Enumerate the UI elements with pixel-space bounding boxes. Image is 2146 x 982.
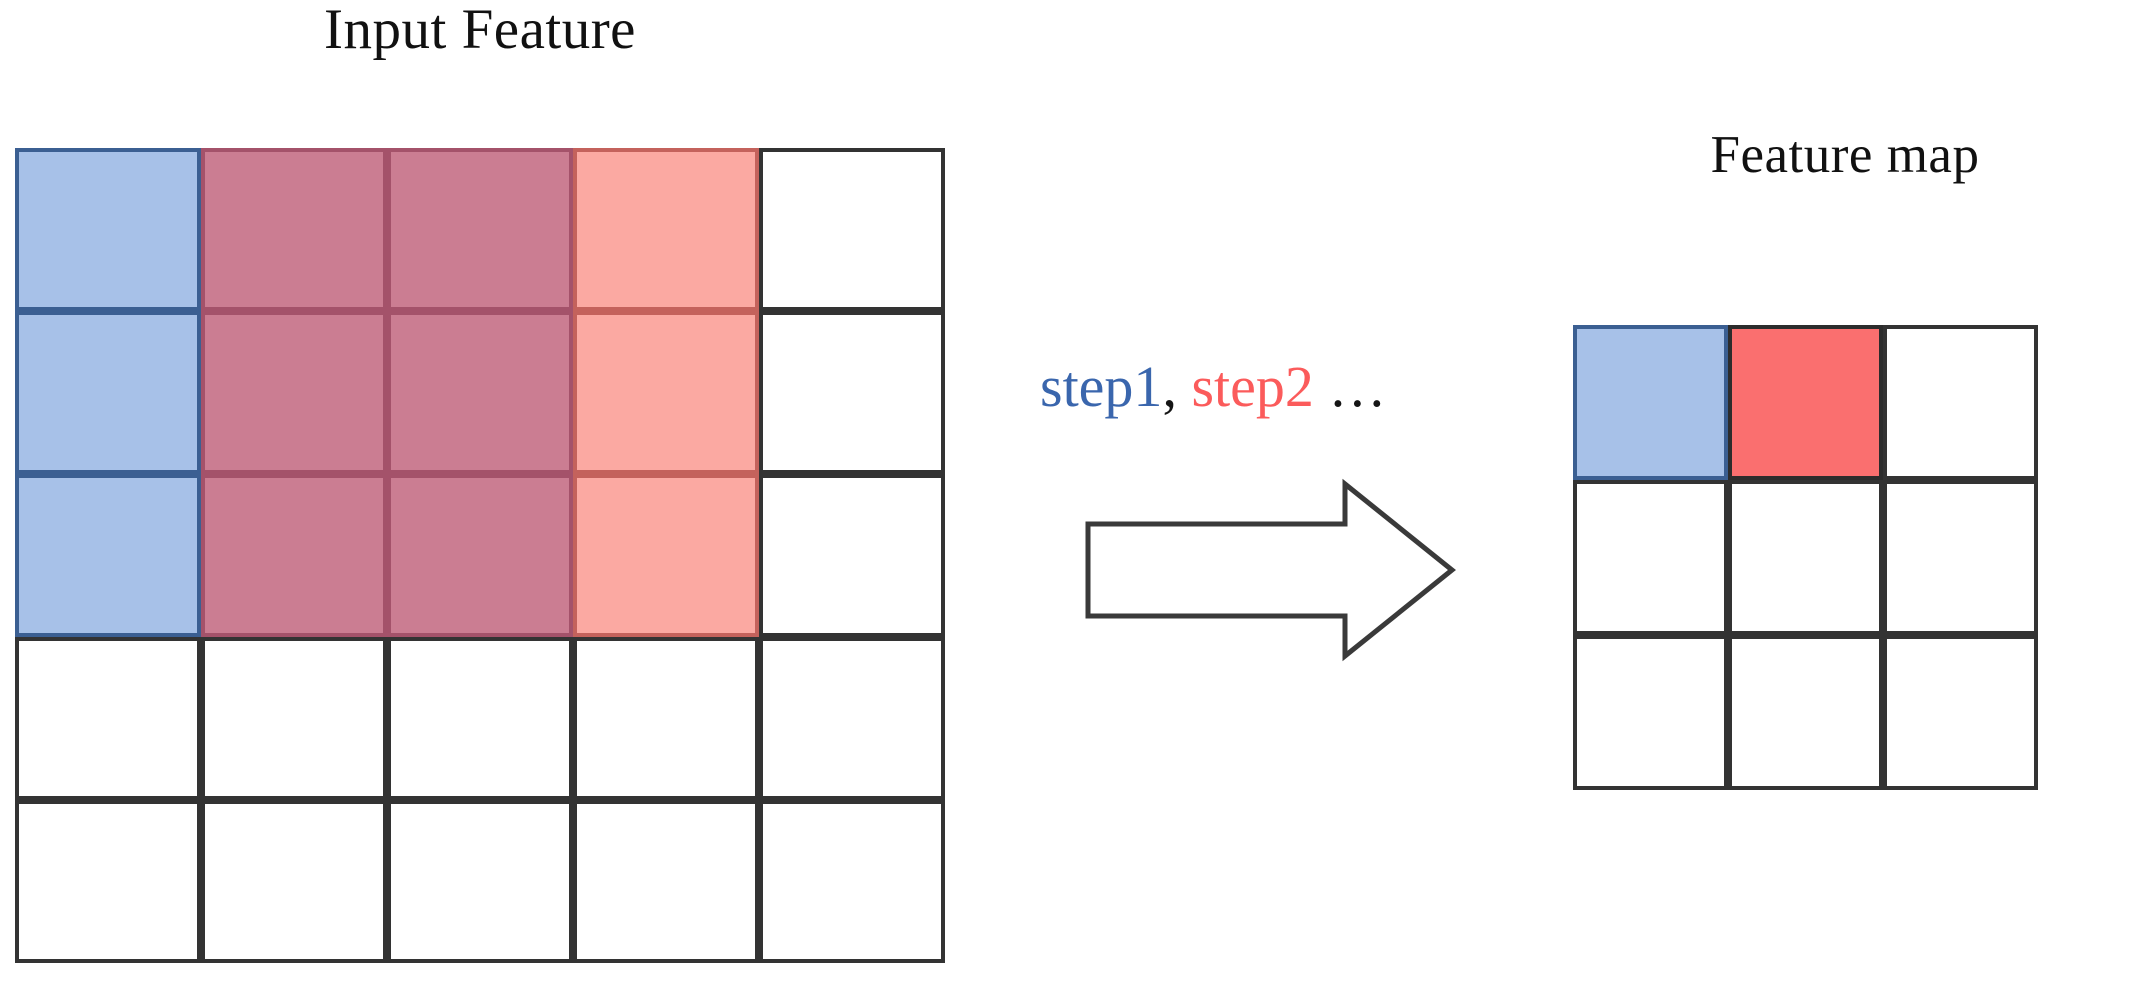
input-feature-cell-r1c3 [387, 148, 573, 311]
input-feature-cell-r5c2 [201, 800, 387, 963]
feature-map-cell-r2c2 [1728, 480, 1883, 635]
step1-label: step1 [1040, 354, 1163, 419]
feature-map-title: Feature map [1710, 126, 1980, 184]
input-feature-cell-r5c3 [387, 800, 573, 963]
input-feature-cell-r3c2 [201, 474, 387, 637]
input-feature-cell-r2c1 [15, 311, 201, 474]
input-feature-cell-r2c3 [387, 311, 573, 474]
input-feature-cell-r3c3 [387, 474, 573, 637]
input-feature-cell-r1c5 [759, 148, 945, 311]
input-feature-cell-r3c5 [759, 474, 945, 637]
feature-map-cell-r1c3 [1883, 325, 2038, 480]
feature-map-cell-r3c2 [1728, 635, 1883, 790]
input-feature-cell-r3c4 [573, 474, 759, 637]
feature-map-cell-r3c3 [1883, 635, 2038, 790]
input-feature-grid [15, 148, 945, 963]
step-label: step1, step2 … [1040, 352, 1560, 422]
input-feature-cell-r2c2 [201, 311, 387, 474]
feature-map-grid [1573, 325, 2038, 790]
input-feature-cell-r4c5 [759, 637, 945, 800]
input-feature-cell-r4c3 [387, 637, 573, 800]
input-feature-cell-r4c4 [573, 637, 759, 800]
input-feature-title: Input Feature [324, 0, 636, 61]
feature-map-cell-r3c1 [1573, 635, 1728, 790]
input-feature-cell-r1c2 [201, 148, 387, 311]
input-feature-cell-r5c5 [759, 800, 945, 963]
input-feature-cell-r2c4 [573, 311, 759, 474]
input-feature-cell-r4c1 [15, 637, 201, 800]
feature-map-cell-r1c1 [1573, 325, 1728, 480]
step-ellipsis: … [1328, 354, 1391, 419]
right-arrow-icon [1085, 478, 1456, 662]
step2-label: step2 [1191, 354, 1314, 419]
input-feature-cell-r3c1 [15, 474, 201, 637]
input-feature-cell-r5c4 [573, 800, 759, 963]
input-feature-cell-r4c2 [201, 637, 387, 800]
step-comma: , [1162, 354, 1177, 419]
feature-map-cell-r2c3 [1883, 480, 2038, 635]
input-feature-cell-r1c1 [15, 148, 201, 311]
feature-map-cell-r2c1 [1573, 480, 1728, 635]
input-feature-cell-r1c4 [573, 148, 759, 311]
input-feature-cell-r5c1 [15, 800, 201, 963]
input-feature-cell-r2c5 [759, 311, 945, 474]
feature-map-cell-r1c2 [1728, 325, 1883, 480]
